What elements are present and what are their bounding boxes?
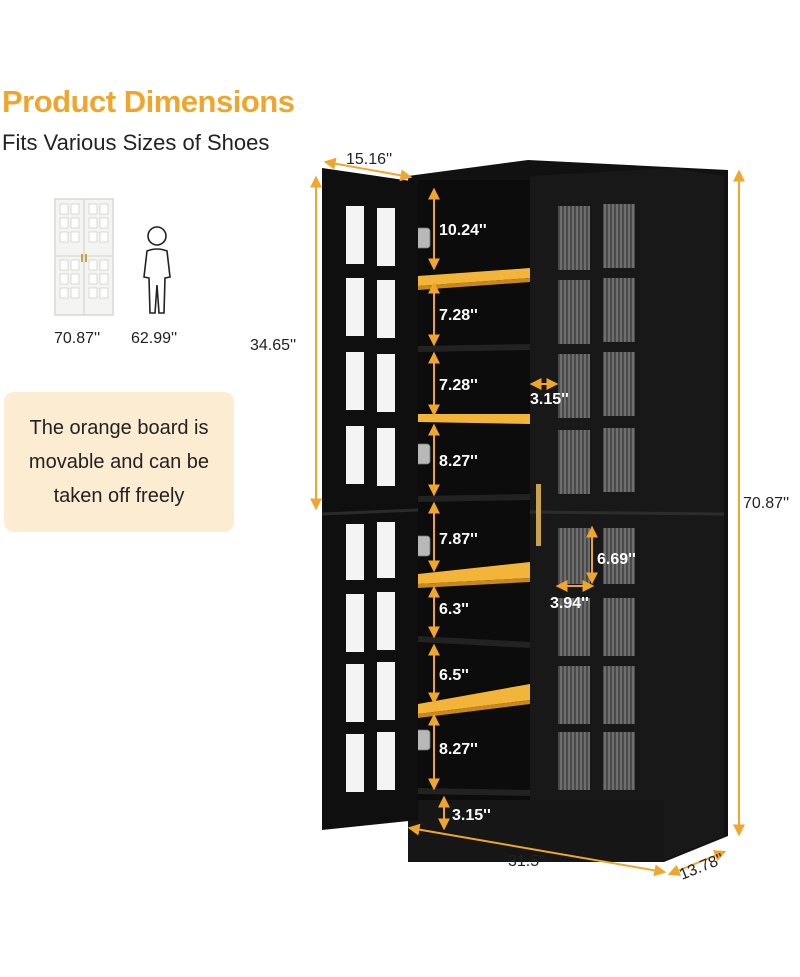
shelf-gap-8-label: 8.27'' (439, 741, 478, 758)
mini-cabinet-thumbnail (54, 198, 114, 316)
base-gap-label: 3.15'' (452, 807, 491, 824)
shelf-gap-1-label: 10.24'' (439, 222, 487, 239)
pane-width-label: 3.94'' (550, 595, 589, 612)
shelf-gap-5-label: 7.87'' (439, 531, 478, 548)
shelf-gap-3-label: 7.28'' (439, 377, 478, 394)
frame-gap-label: 3.15'' (530, 391, 569, 408)
depth-label: 13.78'' (677, 851, 726, 884)
left-door (321, 168, 419, 830)
right-doors (529, 204, 725, 790)
total-height-label: 70.87'' (743, 495, 789, 512)
width-label: 31.5'' (508, 853, 545, 870)
pane-height-label: 6.69'' (597, 551, 636, 568)
page-title: Product Dimensions (2, 84, 295, 119)
shelf-gap-4-label: 8.27'' (439, 453, 478, 470)
person-height-label: 62.99'' (131, 330, 178, 347)
shelf-gap-6-label: 6.3'' (439, 601, 469, 618)
cabinet-height-label: 70.87'' (54, 330, 101, 347)
person-silhouette-icon (143, 226, 171, 314)
door-depth-label: 15.16'' (346, 151, 392, 168)
shelf-gap-2-label: 7.28'' (439, 307, 478, 324)
shelf-gap-7-label: 6.5'' (439, 667, 469, 684)
dimension-lines (310, 157, 745, 877)
shelves (418, 268, 530, 796)
movable-board-note: The orange board is movable and can be t… (4, 392, 234, 532)
movable-board-note-text: The orange board is movable and can be t… (28, 417, 210, 507)
upper-height-label: 34.65'' (250, 337, 296, 354)
page-subtitle: Fits Various Sizes of Shoes (2, 130, 270, 155)
